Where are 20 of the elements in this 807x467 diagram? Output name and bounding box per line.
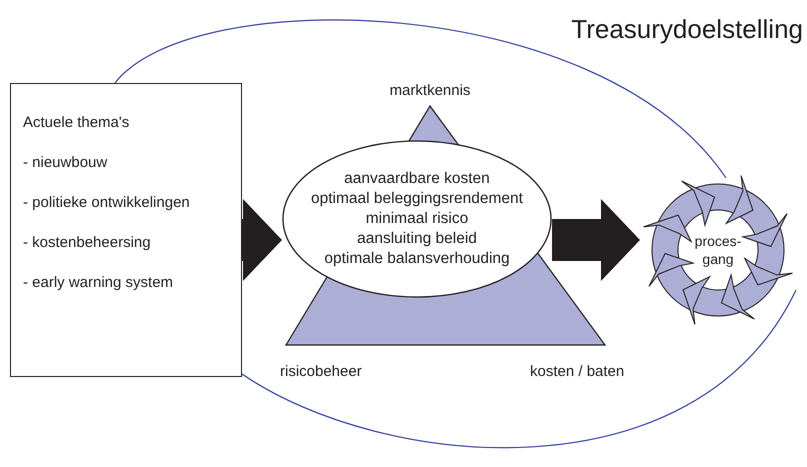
connector-line (114, 20, 726, 178)
block-arrow (552, 199, 640, 281)
text: aanvaardbare kosten (344, 169, 490, 189)
title: Treasurydoelstelling (571, 14, 803, 45)
text: proces- gang (694, 232, 742, 268)
corner-label: marktkennis (388, 82, 472, 99)
text: optimaal beleggingsrendement (311, 189, 523, 209)
list-item: - politieke ontwikkelingen (23, 194, 191, 211)
text-box (10, 83, 242, 377)
heading: Actuele thema's (23, 114, 130, 131)
list-item: - early warning system (23, 274, 174, 291)
corner-label: risicobeheer (280, 363, 362, 380)
text: aansluiting beleid (357, 229, 477, 249)
connector-line (242, 290, 796, 448)
list-item: - nieuwbouw (23, 154, 108, 171)
corner-label: kosten / baten (530, 363, 624, 380)
text: optimale balansverhouding (324, 249, 510, 269)
text: minimaal risico (366, 209, 468, 229)
list-item: - kostenbeheersing (23, 234, 152, 251)
block-arrow (242, 199, 282, 281)
